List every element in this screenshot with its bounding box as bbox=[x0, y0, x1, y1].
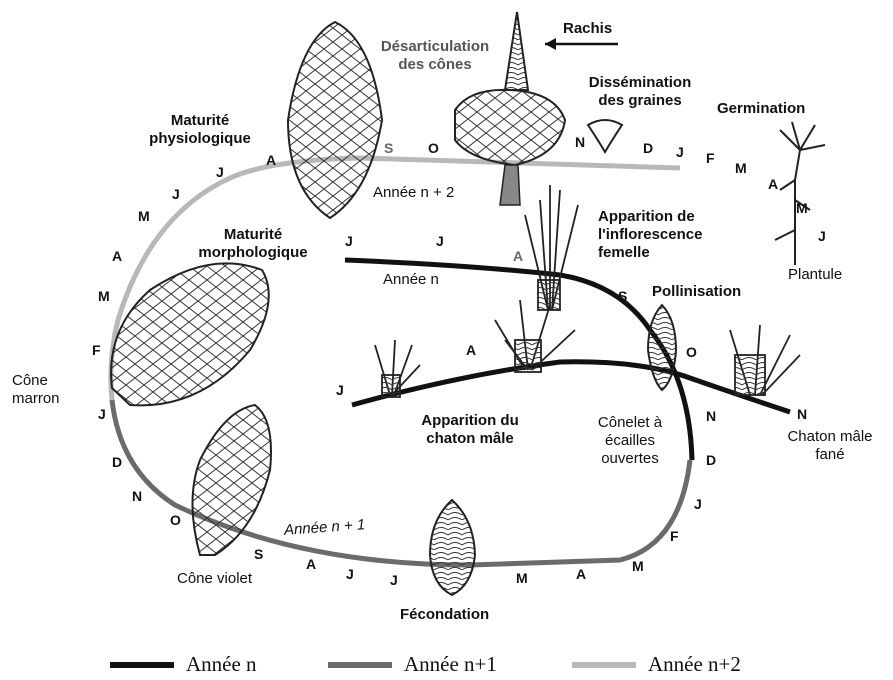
apparition-inflo-line-3: femelle bbox=[598, 244, 702, 262]
month-left-7: D bbox=[112, 454, 122, 470]
month-left-6: J bbox=[98, 406, 106, 422]
germination-label: Germination bbox=[717, 100, 805, 118]
month-mid-2: J bbox=[436, 233, 444, 249]
month-mid-3: A bbox=[513, 248, 523, 264]
cone-marron-label: Cône marron bbox=[12, 372, 60, 408]
month-left-5: F bbox=[92, 342, 101, 358]
month-top-6: D bbox=[643, 140, 653, 156]
month-bottom-2: A bbox=[306, 556, 316, 572]
dissemination-line-1: Dissémination bbox=[570, 74, 710, 92]
annee-n-label: Année n bbox=[383, 271, 439, 289]
maturite-morpho-line-2: morphologique bbox=[178, 244, 328, 262]
month-bottom-6: A bbox=[576, 566, 586, 582]
month-left-9: O bbox=[170, 512, 181, 528]
apparition-inflorescence-label: Apparition de l'inflorescence femelle bbox=[598, 208, 702, 262]
month-male-2: A bbox=[466, 342, 476, 358]
cone-violet-label: Cône violet bbox=[177, 570, 252, 588]
month-top-3: S bbox=[384, 140, 393, 156]
maturite-morpho-line-1: Maturité bbox=[178, 226, 328, 244]
legend-label-annee-n: Année n bbox=[186, 652, 257, 677]
month-bottom-1: S bbox=[254, 546, 263, 562]
rachis-label: Rachis bbox=[563, 20, 612, 38]
month-bottom-7: M bbox=[632, 558, 644, 574]
female-inflorescence-icon bbox=[525, 185, 578, 310]
month-bottom-11: N bbox=[706, 408, 716, 424]
month-top-1: A bbox=[266, 152, 276, 168]
month-bottom-8: F bbox=[670, 528, 679, 544]
apparition-inflo-line-2: l'inflorescence bbox=[598, 226, 702, 244]
month-bottom-3: J bbox=[346, 566, 354, 582]
annee-n2-label: Année n + 2 bbox=[373, 184, 454, 202]
plantule-label: Plantule bbox=[788, 266, 842, 284]
month-top-4: O bbox=[428, 140, 439, 156]
legend-swatch-annee-n1 bbox=[328, 662, 392, 668]
maturite-physiologique-label: Maturité physiologique bbox=[130, 112, 270, 148]
conelet-label: Cônelet à écailles ouvertes bbox=[590, 414, 670, 468]
apparition-chaton-line-1: Apparition du bbox=[395, 412, 545, 430]
month-male-3: N bbox=[797, 406, 807, 422]
month-left-8: N bbox=[132, 488, 142, 504]
month-bottom-9: J bbox=[694, 496, 702, 512]
apparition-inflo-line-1: Apparition de bbox=[598, 208, 702, 226]
month-bottom-13: S bbox=[618, 288, 627, 304]
month-male-1: J bbox=[336, 382, 344, 398]
male-branch bbox=[352, 362, 790, 412]
cone-marron-line-1: Cône bbox=[12, 372, 60, 390]
month-top-7: J bbox=[676, 144, 684, 160]
maturite-physio-line-1: Maturité bbox=[130, 112, 270, 130]
desarticulation-label: Désarticulation des cônes bbox=[360, 38, 510, 74]
legend-swatch-annee-n2 bbox=[572, 662, 636, 668]
month-bottom-4: J bbox=[390, 572, 398, 588]
month-top-10: A bbox=[768, 176, 778, 192]
month-left-1: J bbox=[172, 186, 180, 202]
brown-cone-icon bbox=[111, 263, 269, 405]
apparition-chaton-line-2: chaton mâle bbox=[395, 430, 545, 448]
month-top-8: F bbox=[706, 150, 715, 166]
dissemination-label: Dissémination des graines bbox=[570, 74, 710, 110]
fecondation-cone-icon bbox=[430, 500, 475, 595]
month-top-2: J bbox=[216, 164, 224, 180]
month-left-3: A bbox=[112, 248, 122, 264]
chaton-fane-line-1: Chaton mâle bbox=[775, 428, 885, 446]
month-mid-1: J bbox=[345, 233, 353, 249]
month-top-5: N bbox=[575, 134, 585, 150]
cone-marron-line-2: marron bbox=[12, 390, 60, 408]
month-bottom-12: O bbox=[686, 344, 697, 360]
maturite-morphologique-label: Maturité morphologique bbox=[178, 226, 328, 262]
conelet-line-1: Cônelet à bbox=[590, 414, 670, 432]
month-left-4: M bbox=[98, 288, 110, 304]
month-top-9: M bbox=[735, 160, 747, 176]
apparition-chaton-label: Apparition du chaton mâle bbox=[395, 412, 545, 448]
violet-cone-icon bbox=[193, 405, 272, 555]
conelet-line-3: ouvertes bbox=[590, 450, 670, 468]
maturite-physio-line-2: physiologique bbox=[130, 130, 270, 148]
conelet-line-2: écailles bbox=[590, 432, 670, 450]
month-left-2: M bbox=[138, 208, 150, 224]
month-bottom-10: D bbox=[706, 452, 716, 468]
month-bottom-5: M bbox=[516, 570, 528, 586]
chaton-fane-line-2: fané bbox=[775, 446, 885, 464]
chaton-fane-label: Chaton mâle fané bbox=[775, 428, 885, 464]
month-top-12: J bbox=[818, 228, 826, 244]
month-top-11: M bbox=[796, 200, 808, 216]
legend-swatch-annee-n bbox=[110, 662, 174, 668]
faded-catkin-icon bbox=[730, 325, 800, 395]
desarticulation-line-1: Désarticulation bbox=[360, 38, 510, 56]
dissemination-line-2: des graines bbox=[570, 92, 710, 110]
legend-label-annee-n2: Année n+2 bbox=[648, 652, 741, 677]
seed-icon bbox=[588, 120, 622, 152]
fecondation-label: Fécondation bbox=[400, 606, 489, 624]
legend-label-annee-n1: Année n+1 bbox=[404, 652, 497, 677]
pollinisation-label: Pollinisation bbox=[652, 283, 741, 301]
conelet-icon bbox=[648, 305, 676, 390]
desarticulation-line-2: des cônes bbox=[360, 56, 510, 74]
